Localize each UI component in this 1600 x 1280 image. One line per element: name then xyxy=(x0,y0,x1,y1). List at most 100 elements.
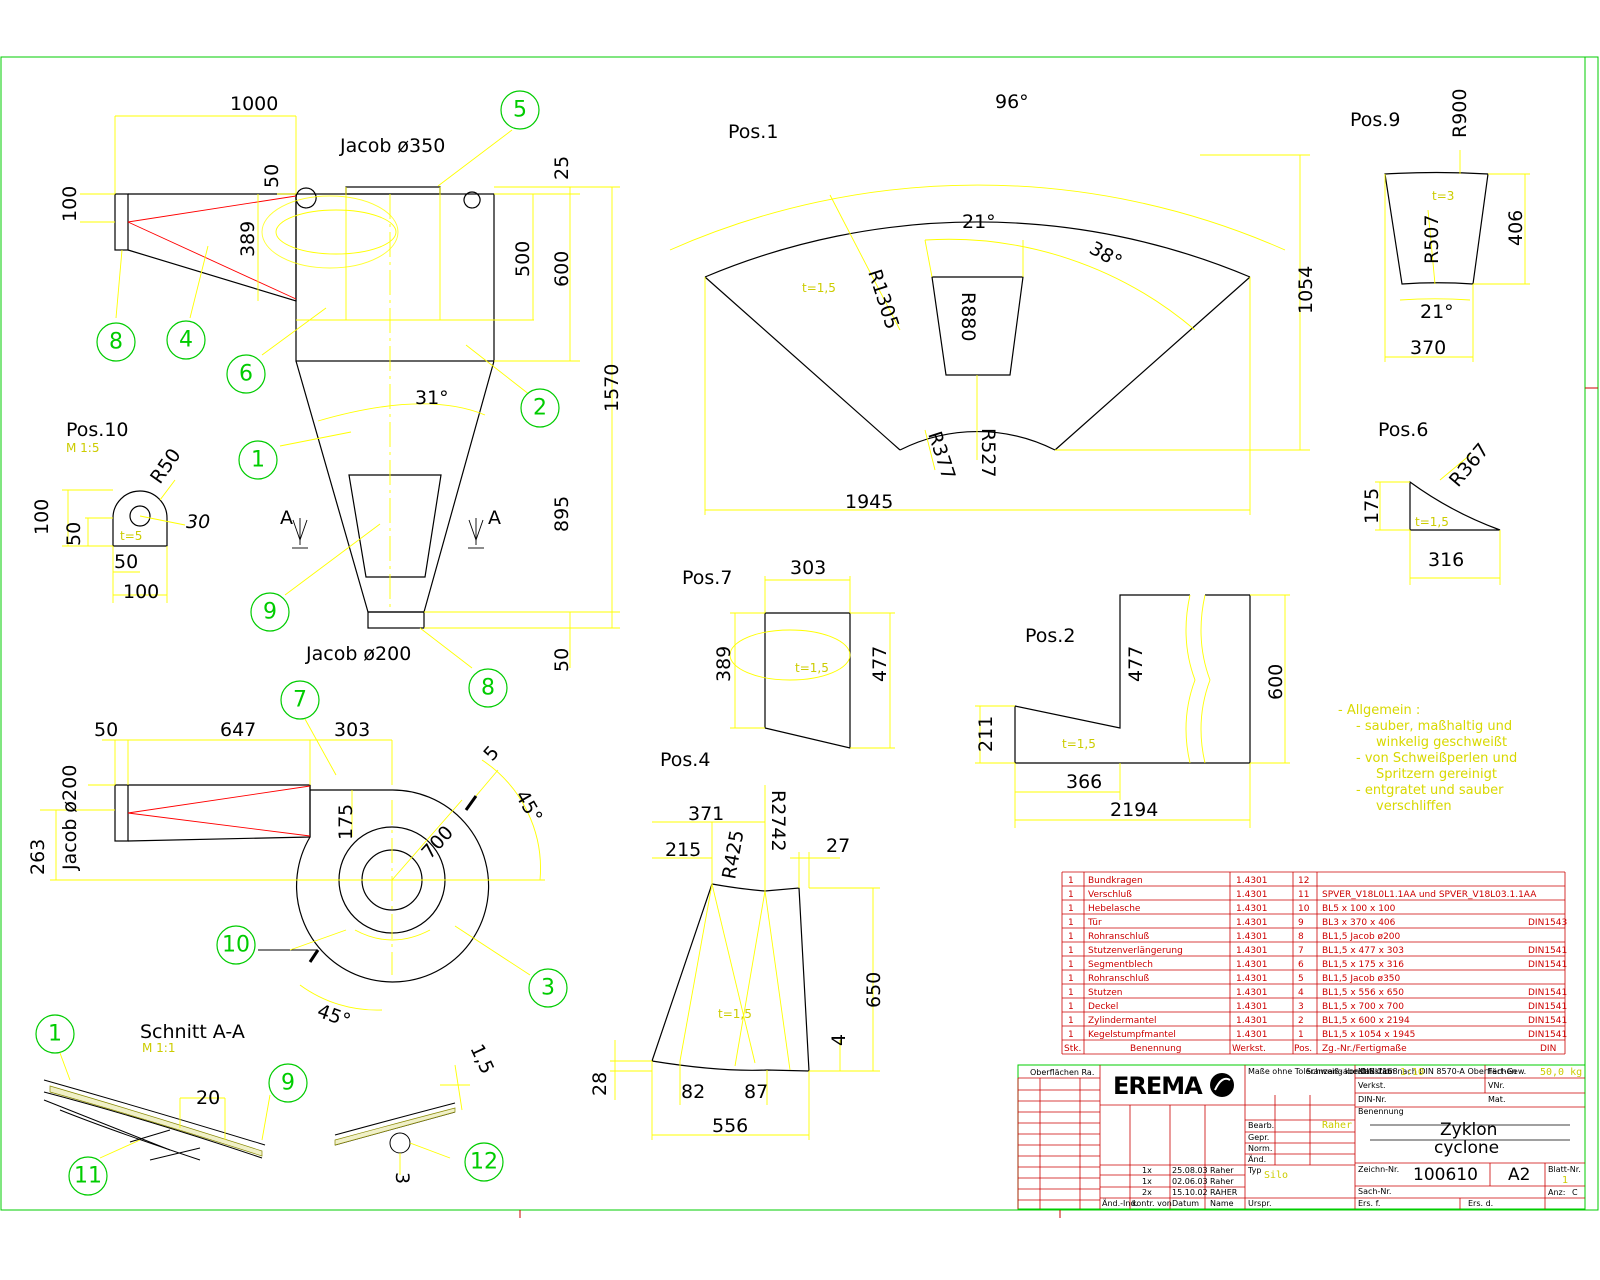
parts-row-desc: BL1,5 x 556 x 650 xyxy=(1322,988,1404,998)
dim-p1-r527: R527 xyxy=(977,428,999,477)
parts-row-qty: 1 xyxy=(1068,946,1074,956)
dim-main-389: 389 xyxy=(237,221,259,257)
dim-main-100: 100 xyxy=(59,186,81,222)
parts-header-desc: Zg.-Nr./Fertigmaße xyxy=(1322,1044,1407,1054)
position-bubble xyxy=(68,1156,108,1196)
position-bubble xyxy=(468,668,508,708)
tb-kontr: kontr. von xyxy=(1132,1199,1172,1208)
dim-p4-650: 650 xyxy=(863,972,885,1008)
title-block xyxy=(1017,1064,1586,1210)
position-bubble-number: 12 xyxy=(470,1150,498,1175)
parts-row-name: Stutzen xyxy=(1088,988,1122,998)
dim-p1-1054: 1054 xyxy=(1295,266,1317,314)
pos7-extension xyxy=(764,612,851,749)
tb-typ: Silo xyxy=(1264,1170,1288,1181)
tb-drawing-no: 100610 xyxy=(1413,1165,1478,1185)
position-bubble-number: 3 xyxy=(541,976,555,1001)
pos4-title: Pos.4 xyxy=(660,749,710,771)
parts-row-name: Verschluß xyxy=(1088,890,1132,900)
parts-row-name: Deckel xyxy=(1088,1002,1118,1012)
label-jacob-200: Jacob ø200 xyxy=(305,643,411,665)
parts-row-pos: 12 xyxy=(1298,876,1309,886)
dim-p9-370: 370 xyxy=(1410,337,1446,359)
tb-weld: Schweiß- konstruktion nach DIN 8570-A Ob… xyxy=(1306,1067,1516,1076)
pos10-scale: M 1:5 xyxy=(66,441,99,455)
dim-p10-50b: 50 xyxy=(114,551,138,573)
tb-vnr: VNr. xyxy=(1488,1081,1505,1090)
dim-p2-2194: 2194 xyxy=(1110,799,1158,821)
tb-aend2: Änd. xyxy=(1248,1154,1266,1164)
dim-p4-4: 4 xyxy=(828,1034,850,1046)
parts-row-std: DIN1541 xyxy=(1528,1016,1567,1026)
dim-p10-30: 30 xyxy=(186,511,210,533)
dim-top-5: 5 xyxy=(479,742,503,766)
tb-gepr: Gepr. xyxy=(1248,1133,1269,1142)
notes-line-6: verschliffen xyxy=(1376,799,1452,814)
tb-rev2-name: Raher xyxy=(1210,1177,1234,1186)
parts-row-material: 1.4301 xyxy=(1236,932,1268,942)
position-bubble xyxy=(250,592,290,632)
pos7-title: Pos.7 xyxy=(682,567,732,589)
notes-line-4: Spritzern gereinigt xyxy=(1376,767,1497,782)
parts-row-desc: BL1,5 x 700 x 700 xyxy=(1322,1002,1404,1012)
parts-row-material: 1.4301 xyxy=(1236,988,1268,998)
parts-row-pos: 1 xyxy=(1298,1030,1304,1040)
dim-p1-1945: 1945 xyxy=(845,491,893,513)
tb-scale: 1:10 xyxy=(1400,1067,1424,1078)
tb-sheets: C xyxy=(1572,1188,1578,1197)
parts-row-std: DIN1541 xyxy=(1528,946,1567,956)
tb-sheets-label: Anz: xyxy=(1548,1188,1565,1197)
dim-p9-21deg: 21° xyxy=(1420,301,1454,323)
position-bubble xyxy=(500,90,540,130)
parts-row-material: 1.4301 xyxy=(1236,1016,1268,1026)
position-bubble xyxy=(96,322,136,362)
section-mark-a-left: A xyxy=(280,507,293,529)
pos10-title: Pos.10 xyxy=(66,419,129,441)
parts-row-qty: 1 xyxy=(1068,890,1074,900)
parts-row-pos: 9 xyxy=(1298,918,1304,928)
parts-row-name: Tür xyxy=(1087,918,1102,928)
position-bubble-number: 6 xyxy=(239,362,253,387)
parts-row-qty: 1 xyxy=(1068,988,1074,998)
parts-row-material: 1.4301 xyxy=(1236,946,1268,956)
dim-p4-r425: R425 xyxy=(718,828,748,881)
tb-weight-label: Fert-Gew. xyxy=(1488,1067,1526,1076)
tb-format: A2 xyxy=(1508,1165,1530,1185)
parts-header-qty: Stk. xyxy=(1064,1044,1081,1054)
dim-top-263: 263 xyxy=(27,839,49,875)
dim-p4-556: 556 xyxy=(712,1115,748,1137)
parts-row-qty: 1 xyxy=(1068,932,1074,942)
tb-ers-f: Ers. f. xyxy=(1358,1199,1380,1208)
parts-row-std: DIN1541 xyxy=(1528,960,1567,970)
parts-row-name: Zylindermantel xyxy=(1088,1016,1157,1026)
parts-row-pos: 11 xyxy=(1298,890,1309,900)
position-bubble-number: 10 xyxy=(222,933,250,958)
parts-row-material: 1.4301 xyxy=(1236,1030,1268,1040)
tb-typ-label: Typ xyxy=(1247,1166,1261,1175)
position-bubble xyxy=(238,440,278,480)
parts-row-material: 1.4301 xyxy=(1236,890,1268,900)
tb-norm: Norm. xyxy=(1248,1144,1272,1153)
parts-row-qty: 1 xyxy=(1068,974,1074,984)
tb-rev2-idx: 1x xyxy=(1142,1177,1152,1186)
thickness-p1: t=1,5 xyxy=(802,281,836,295)
tb-drawn: Raher xyxy=(1322,1120,1352,1131)
parts-row-pos: 3 xyxy=(1298,1002,1304,1012)
parts-row-desc: SPVER_V18L0L1.1AA und SPVER_V18L03.1.1AA xyxy=(1322,890,1537,900)
tb-din-nr: DIN-Nr. xyxy=(1358,1095,1386,1104)
dim-top-700: 700 xyxy=(417,822,458,864)
tb-rev1-name: Raher xyxy=(1210,1166,1234,1175)
parts-row-name: Rohranschluß xyxy=(1088,974,1150,984)
sheet-frame xyxy=(0,56,1599,1211)
parts-row-std: DIN1543 xyxy=(1528,918,1567,928)
parts-row-name: Bundkragen xyxy=(1088,876,1143,886)
position-bubble-number: 1 xyxy=(251,448,265,473)
dim-p10-100: 100 xyxy=(31,499,53,535)
dim-p10-100b: 100 xyxy=(123,581,159,603)
parts-row-qty: 1 xyxy=(1068,1030,1074,1040)
parts-row-pos: 2 xyxy=(1298,1016,1304,1026)
section-title: Schnitt A-A xyxy=(140,1021,245,1043)
position-bubble xyxy=(226,354,266,394)
